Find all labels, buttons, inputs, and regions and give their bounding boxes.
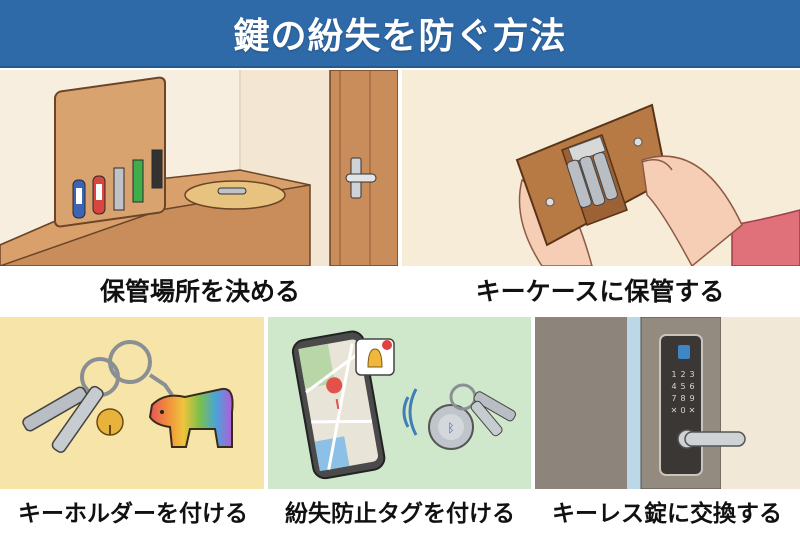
caption-storage-place: 保管場所を決める bbox=[99, 277, 300, 306]
svg-text:5: 5 bbox=[680, 382, 685, 391]
svg-text:6: 6 bbox=[689, 382, 694, 391]
svg-text:8: 8 bbox=[680, 394, 685, 403]
svg-text:✕: ✕ bbox=[689, 406, 696, 415]
door-lever-handle bbox=[684, 431, 746, 447]
svg-text:9: 9 bbox=[689, 394, 694, 403]
svg-text:2: 2 bbox=[680, 370, 685, 379]
svg-text:ᛒ: ᛒ bbox=[447, 421, 454, 435]
key-rack-keys bbox=[72, 149, 163, 219]
rainbow-horse-keychain bbox=[148, 387, 234, 448]
location-pin-icon bbox=[326, 377, 343, 410]
svg-text:3: 3 bbox=[689, 370, 694, 379]
fingerprint-sensor-icon bbox=[678, 345, 690, 359]
panel-keyless-lock-illustration: 1 2 3 4 5 6 7 8 9 ✕ 0 ✕ bbox=[535, 317, 800, 489]
signal-waves-icon bbox=[402, 388, 418, 436]
svg-text:4: 4 bbox=[671, 382, 676, 391]
panel-key-case-illustration bbox=[402, 70, 800, 266]
title-bar: 鍵の紛失を防ぐ方法 bbox=[0, 0, 800, 68]
page-title: 鍵の紛失を防ぐ方法 bbox=[233, 16, 567, 57]
caption-key-holder: キーホルダーを付ける bbox=[18, 501, 248, 527]
panel-storage-place-illustration bbox=[0, 70, 398, 266]
caption-tracker-tag: 紛失防止タグを付ける bbox=[285, 501, 515, 527]
keys-silver bbox=[22, 385, 104, 453]
panel-tracker-tag-illustration: ᛒ bbox=[268, 317, 531, 489]
caption-key-case: キーケースに保管する bbox=[475, 277, 725, 306]
key-case-keys bbox=[566, 151, 618, 208]
caption-keyless-lock: キーレス錠に交換する bbox=[552, 501, 782, 527]
svg-text:1: 1 bbox=[671, 370, 676, 379]
bell-notification-icon bbox=[367, 348, 383, 368]
panel-key-holder-illustration bbox=[0, 317, 264, 489]
keypad: 1 2 3 4 5 6 7 8 9 ✕ 0 ✕ bbox=[671, 370, 696, 415]
svg-text:7: 7 bbox=[671, 394, 676, 403]
svg-text:0: 0 bbox=[680, 406, 685, 415]
svg-text:✕: ✕ bbox=[671, 406, 678, 415]
